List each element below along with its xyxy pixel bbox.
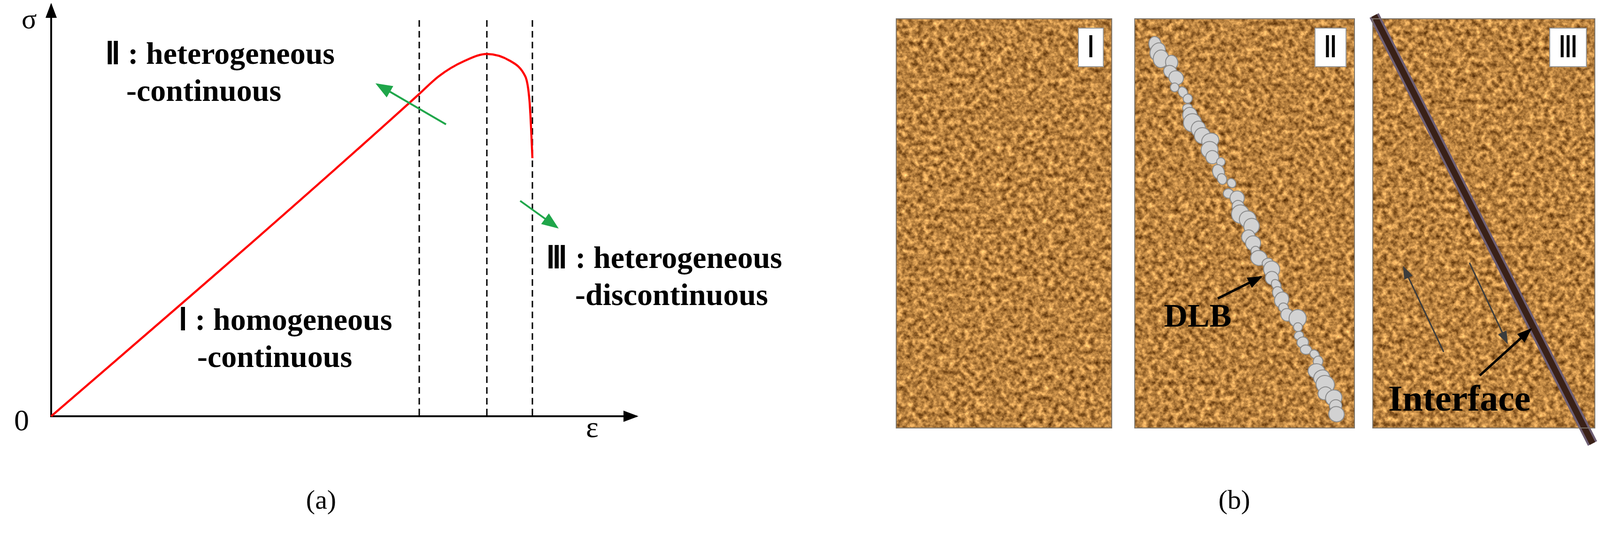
panel-annotation: Interface [1388,380,1531,417]
pointer-arrow [520,200,557,228]
stage-divider [418,20,421,417]
stage-label: Ⅲ : heterogeneous -discontinuous [546,238,790,314]
stage-divider [486,20,488,417]
subfigure-label: (b) [1218,483,1251,517]
panel-label: Ⅱ [1314,27,1347,68]
sample-panel: Ⅲ Interface [1372,18,1596,429]
shear-arrow [1403,267,1444,353]
sand-texture [1134,18,1355,429]
dlb-grain [1325,403,1348,425]
strain-axis [50,415,637,418]
panel-label: Ⅲ [1549,27,1587,68]
origin-label: 0 [14,402,30,439]
curve-layer [51,53,533,417]
stress-axis [50,4,53,418]
sand-texture [895,18,1113,429]
dlb-band [1146,35,1347,425]
dlb-grain [1225,176,1238,190]
stage-label: Ⅰ : homogeneous -continuous [178,300,400,376]
axis-label: σ [21,1,37,36]
stage-divider [531,20,534,417]
sample-panel: Ⅱ DLB [1134,18,1355,429]
leader-arrow [1217,276,1262,299]
stress-strain-curve [51,53,533,417]
stage-label: Ⅱ : heterogeneous -continuous [105,34,342,109]
pointer-arrow [377,84,447,125]
interface-edge [1374,15,1593,444]
interface-band [1374,15,1593,444]
axis-label: ε [585,409,599,446]
dlb-grain [1215,172,1229,186]
leader-arrow [1479,329,1531,376]
dlb-grain [1181,92,1194,106]
panel-label: Ⅰ [1077,27,1104,68]
sample-panel: Ⅰ [895,18,1113,429]
shear-arrow [1469,262,1508,343]
panel-annotation: DLB [1163,299,1232,333]
subfigure-label: (a) [306,483,337,517]
